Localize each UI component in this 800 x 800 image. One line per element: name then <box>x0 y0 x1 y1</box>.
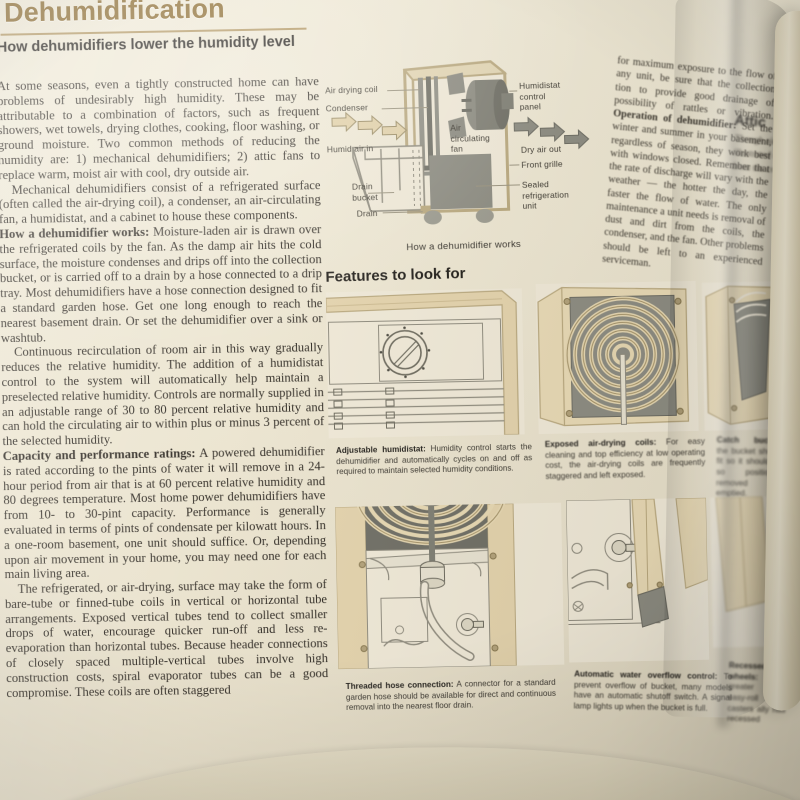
diagram-label-drain: Drain <box>356 208 378 219</box>
caption-lead-automatic-water-overflow-control: Automatic water overflow control: <box>574 669 718 682</box>
left-text-column: At some seasons, even a tightly construc… <box>0 74 329 700</box>
photo-catch-bucket <box>701 281 779 431</box>
grille-slats <box>327 388 505 425</box>
caption-recessed-wheels: Recessed wheels: and greater ease easy-r… <box>727 661 787 727</box>
diagram-label-dry-air-out: Dry air out <box>520 143 562 155</box>
caption-exposed-air-drying-coils: Exposed air-drying coils: For easy clean… <box>545 437 706 483</box>
photo-adjustable-humidistat <box>325 288 525 439</box>
paragraph-3-lead: How a dehumidifier works: <box>0 224 150 242</box>
caption-lead-threaded-hose-connection: Threaded hose connection: <box>345 679 454 692</box>
paragraph-4: Continuous recirculation of room air in … <box>1 340 325 449</box>
paragraph-1: At some seasons, even a tightly construc… <box>0 74 321 182</box>
caption-threaded-hose-connection: Threaded hose connection: A connector fo… <box>346 678 557 714</box>
right-page-maintenance-text: The only maintenance a unit needs is rem… <box>601 199 767 270</box>
photo-threaded-hose-connection <box>335 502 565 670</box>
caption-lead-adjustable-humidistat: Adjustable humidistat: <box>335 444 426 456</box>
diagram-label-sealed-refrigeration-unit: Sealed refrigeration unit <box>521 179 570 211</box>
diagram-label-humidistat-control-panel: Humidistat control panel <box>518 79 561 112</box>
overflow-control-illustration <box>566 497 710 663</box>
diagram-label-humid-air-in: Humid air in <box>326 143 374 155</box>
paragraph-3-text: Moisture-laden air is drawn over the ref… <box>0 222 323 345</box>
dehumidifier-diagram: Air drying coil Condenser Humid air in D… <box>322 45 600 265</box>
paragraph-3: How a dehumidifier works: Moisture-laden… <box>0 222 323 345</box>
attic-body: Though air may evaporate illustrated mat… <box>731 133 800 178</box>
paragraph-6: The refrigerated, or air-drying, surface… <box>4 577 329 700</box>
caption-text-catch-bucket: the bucket should fit so it should be so… <box>715 446 783 499</box>
catch-bucket-illustration <box>701 281 779 431</box>
caption-lead-exposed-air-drying-coils: Exposed air-drying coils: <box>544 437 657 449</box>
paragraph-5-text: A powered dehumidifier is rated accordin… <box>2 444 327 582</box>
diagram-label-air-drying-coil: Air drying coil <box>325 83 378 96</box>
dial-outer <box>382 329 428 376</box>
exposed-coils-illustration <box>535 280 699 435</box>
photo-automatic-water-overflow-control <box>566 497 710 663</box>
dehumidifier-diagram-svg <box>331 60 590 225</box>
page-title: Dehumidification <box>3 0 225 28</box>
photo-exposed-air-drying-coils <box>535 280 699 435</box>
hose-connection-illustration <box>335 502 565 670</box>
humidistat-illustration <box>325 288 525 439</box>
caption-automatic-water-overflow-control: Automatic water overflow control: To pre… <box>573 669 733 715</box>
diagram-label-front-grille: Front grille <box>521 158 563 170</box>
paragraph-5: Capacity and performance ratings: A powe… <box>3 444 327 582</box>
diagram-label-drain-bucket: Drain bucket <box>351 181 378 203</box>
caption-catch-bucket: Catch bucket: the bucket should fit so i… <box>716 435 783 500</box>
caption-adjustable-humidistat: Adjustable humidistat: Humidity control … <box>336 442 533 478</box>
section-heading: How dehumidifiers lower the humidity lev… <box>0 33 296 56</box>
recessed-wheels-illustration <box>709 496 783 648</box>
caption-lead-catch-bucket: Catch bucket: <box>716 435 783 446</box>
diagram-label-air-circulating-fan: Air circulating fan <box>450 122 491 154</box>
photo-recessed-wheels <box>709 496 783 648</box>
features-heading: Features to look for <box>325 265 466 286</box>
paragraph-2: Mechanical dehumidifiers consist of a re… <box>0 177 321 227</box>
diagram-label-condenser: Condenser <box>325 102 369 114</box>
